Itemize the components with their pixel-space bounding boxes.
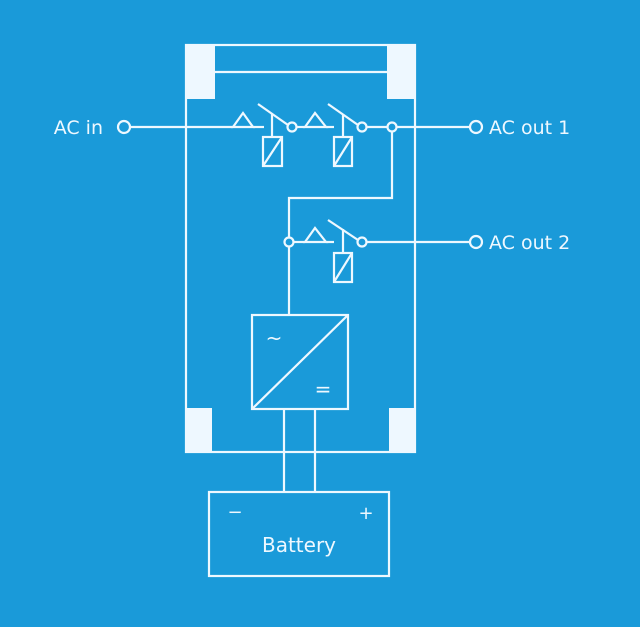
relay-1 [230, 103, 305, 168]
dc-symbol: = [315, 377, 332, 401]
ac-out-1-label: AC out 1 [489, 117, 570, 139]
battery-minus-label: − [227, 502, 242, 523]
ac-out-1-terminal: AC out 1 [468, 117, 570, 139]
ac-out-2-terminal: AC out 2 [468, 232, 570, 254]
relay-3 [294, 219, 470, 284]
relay-2 [302, 103, 470, 168]
frame-corner-block [186, 408, 212, 452]
ac-dc-converter: ~ = [250, 313, 350, 411]
battery-label: Battery [262, 533, 336, 557]
ac-in-terminal: AC in [54, 117, 233, 139]
ac-in-label: AC in [54, 117, 103, 139]
housing-frame [184, 43, 417, 454]
frame-corner-block [387, 45, 415, 99]
frame-corner-block [186, 45, 215, 99]
relay-coil-icon [261, 135, 284, 168]
junction-node [283, 236, 295, 248]
junction-node [386, 121, 398, 133]
branch-wire [287, 132, 394, 237]
ac-out-2-label: AC out 2 [489, 232, 570, 254]
relay-coil-icon [332, 251, 354, 284]
relay-coil-icon [332, 135, 354, 168]
battery: − + Battery [207, 490, 391, 578]
ac-symbol: ~ [266, 326, 283, 350]
battery-plus-label: + [358, 503, 373, 524]
frame-corner-block [389, 408, 415, 452]
